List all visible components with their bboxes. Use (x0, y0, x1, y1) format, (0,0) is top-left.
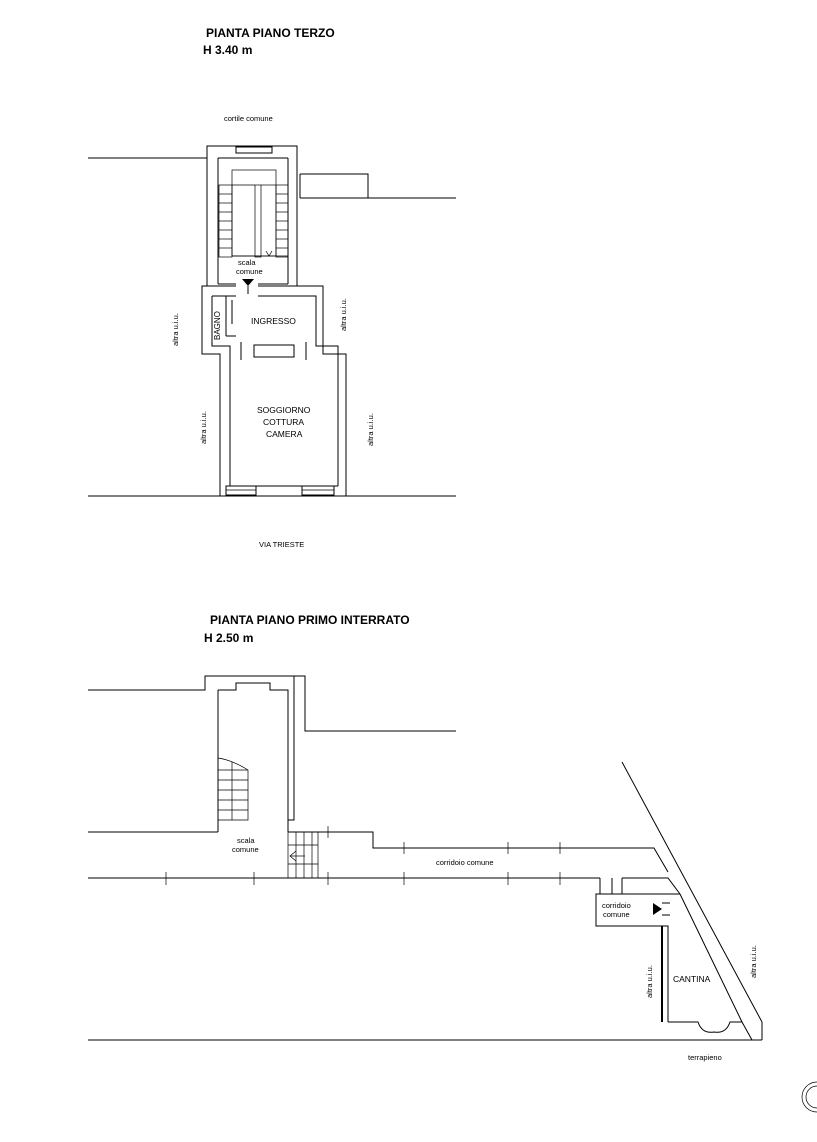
corridor-wall-top-right (288, 831, 669, 873)
basement-outline-corner (294, 675, 306, 690)
third-floor-height: H 3.40 m (203, 43, 252, 57)
cellar-wall-bottom (668, 1021, 742, 1033)
living-label-line3: CAMERA (266, 429, 303, 439)
basement-outline-right (304, 690, 456, 732)
stairs-label-line2: comune (236, 267, 263, 276)
building-wall-left-outer (201, 158, 221, 496)
third-floor-plan: PIANTA PIANO TERZO H 3.40 m cortile comu… (88, 26, 456, 549)
counter-block (253, 344, 295, 358)
interior-wall-left (211, 296, 231, 486)
living-label-line2: COTTURA (263, 417, 304, 427)
courtyard-label: cortile comune (224, 114, 273, 123)
cellar-corner (741, 1021, 753, 1041)
basement-plan: PIANTA PIANO PRIMO INTERRATO H 2.50 m sc… (88, 613, 763, 1062)
entrance-label: INGRESSO (251, 316, 296, 326)
embankment-label: terrapieno (688, 1053, 722, 1062)
corridor-ticks (165, 826, 561, 885)
stamp-mark-icon (801, 1081, 817, 1113)
basement-neighbor-outline (88, 675, 295, 691)
cellar-door-arrow-icon (653, 903, 662, 915)
stairs-label-line1: scala (238, 258, 256, 267)
window-right (301, 485, 335, 496)
entrance-arrow-icon (242, 279, 254, 286)
stair-window (235, 146, 273, 154)
neighbor-outline-left (88, 145, 298, 159)
street-label: VIA TRIESTE (259, 540, 304, 549)
basement-stair-top (218, 682, 289, 832)
cellar-wall-diagonal-outer (621, 761, 763, 1023)
corridor-label: corridoio comune (436, 858, 494, 867)
window-left (225, 485, 257, 496)
basement-stairs-label-line2: comune (232, 845, 259, 854)
basement-other-unit-label-1: altra u.i.u. (645, 965, 654, 998)
corridor2-label-line1: corridoio (602, 901, 631, 910)
other-unit-label-2: altra u.i.u. (339, 298, 348, 331)
other-unit-label-3: altra u.i.u. (199, 411, 208, 444)
corridor2-label-line2: comune (603, 910, 630, 919)
third-floor-title: PIANTA PIANO TERZO (206, 26, 335, 40)
other-unit-label-1: altra u.i.u. (171, 313, 180, 346)
basement-stairs (217, 757, 249, 821)
living-label-line1: SOGGIORNO (257, 405, 311, 415)
interior-wall-right (258, 295, 339, 486)
basement-stairs-label-line1: scala (237, 836, 255, 845)
basement-other-unit-label-2: altra u.i.u. (749, 945, 758, 978)
bathroom-label: BAGNO (213, 311, 222, 340)
corridor-stairs (287, 832, 319, 878)
corridor-end-wall (595, 878, 669, 1022)
third-floor-stairs (218, 169, 289, 258)
basement-stair-wall-right (288, 690, 295, 821)
cellar-label: CANTINA (673, 974, 711, 984)
basement-height: H 2.50 m (204, 631, 253, 645)
corridor-end-top (622, 877, 681, 895)
other-unit-label-4: altra u.i.u. (366, 413, 375, 446)
neighbor-outline-right (300, 173, 456, 199)
basement-title: PIANTA PIANO PRIMO INTERRATO (210, 613, 410, 627)
building-wall-right-outer (296, 158, 347, 496)
cellar-wall-diagonal-inner (679, 893, 743, 1023)
